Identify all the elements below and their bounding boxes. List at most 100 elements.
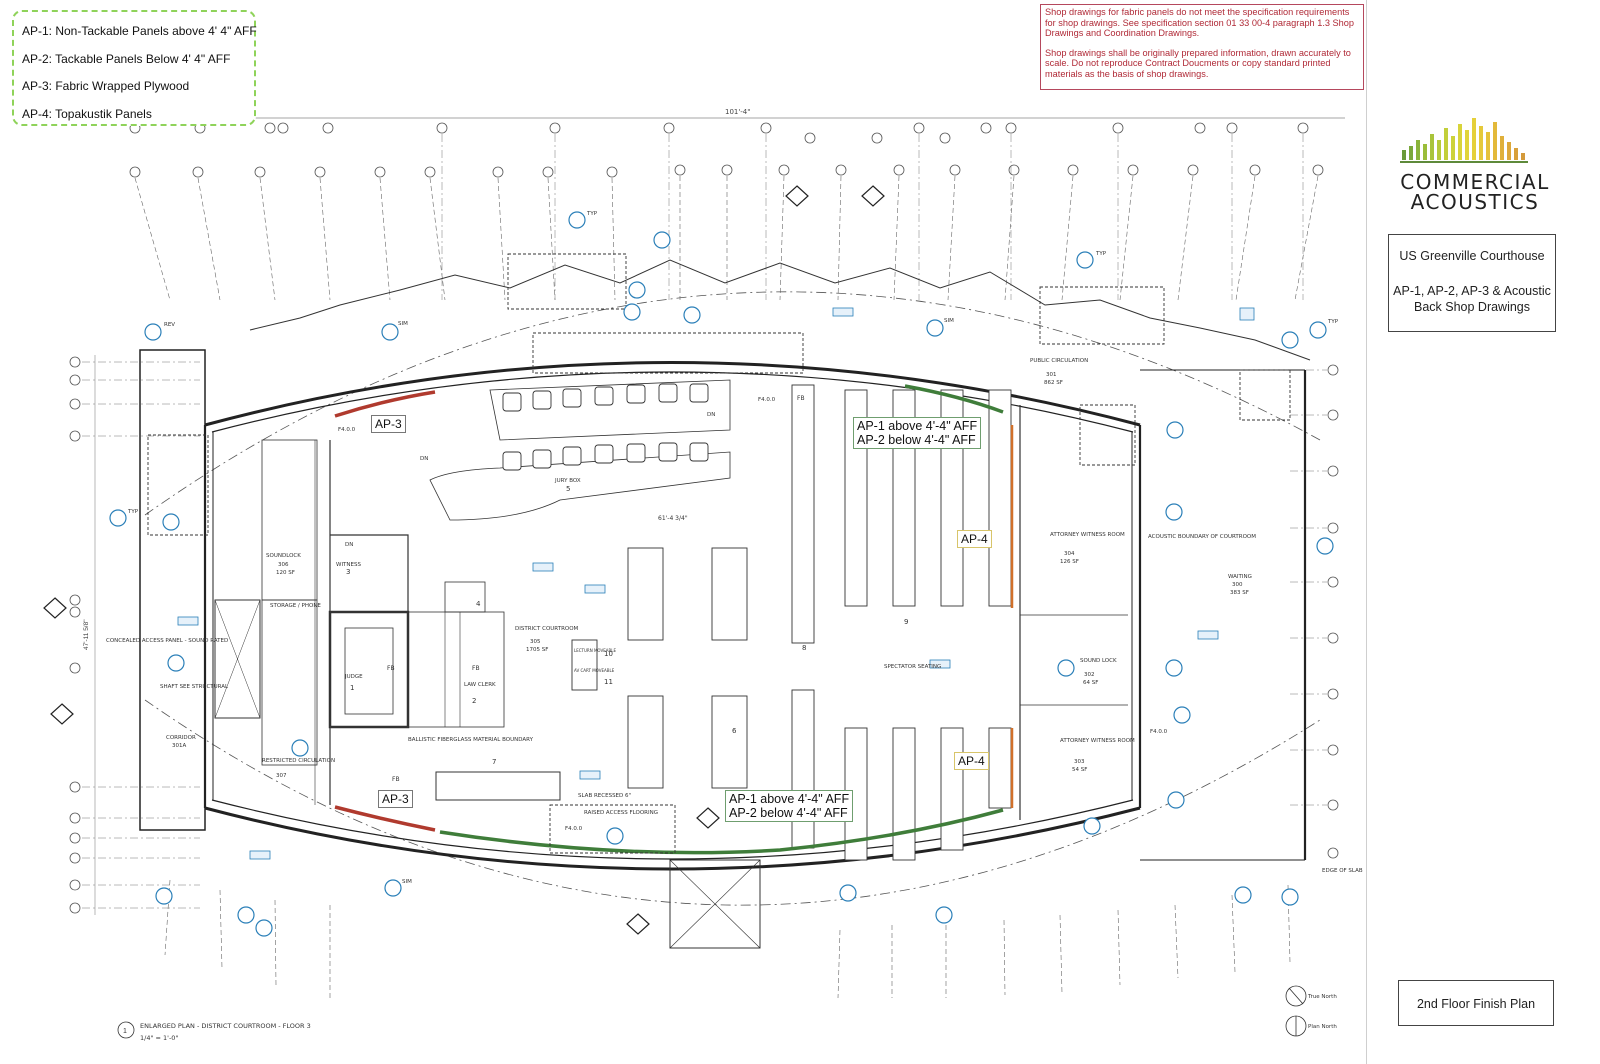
typ-label-3: TYP [127, 509, 139, 515]
num-11: 11 [604, 678, 613, 686]
fb-label-2: FB [472, 665, 480, 672]
sheet-border-line [1366, 0, 1367, 1064]
typ-label-1: TYP [586, 211, 598, 217]
public-circ-label: PUBLIC CIRCULATION [1030, 358, 1088, 364]
grid-bubbles-right [1327, 364, 1339, 859]
av-cart-label: AV CART MOVEABLE [574, 668, 615, 673]
legend-item-ap3: AP-3: Fabric Wrapped Plywood [22, 79, 190, 93]
num-6: 6 [732, 727, 737, 735]
edge-of-slab-label: EDGE OF SLAB [1322, 868, 1363, 874]
num-10: 10 [604, 650, 613, 658]
outer-arc-dashed-bottom [144, 699, 1321, 906]
section-tag-icon [109, 211, 1334, 937]
ap1-panel-top [904, 384, 1004, 414]
attorney-304-sf: 126 SF [1060, 559, 1079, 565]
sim-label-2: SIM [944, 318, 954, 324]
public-circ-sf: 862 SF [1044, 380, 1063, 386]
legend-item-ap2: AP-2: Tackable Panels Below 4' 4" AFF [22, 51, 231, 66]
logo-bars-icon [1400, 118, 1528, 163]
num-8: 8 [802, 644, 806, 652]
dim-vertical: 47'-11 5/8" [83, 619, 90, 650]
review-note-p1: Shop drawings for fabric panels do not m… [1045, 7, 1355, 39]
corridor-no: 301A [172, 743, 186, 749]
num-4: 4 [476, 600, 481, 608]
waiting-label: WAITING [1228, 574, 1252, 580]
corridor-label: CORRIDOR [166, 735, 196, 741]
panel-legend: AP-1: Non-Tackable Panels above 4' 4" AF… [12, 10, 257, 126]
ap3-tag-top: AP-3 [371, 415, 406, 433]
logo-line1: COMMERCIAL [1400, 170, 1550, 194]
shaft-label: SHAFT SEE STRUCTURAL [160, 684, 229, 690]
caption-scale: 1/4" = 1'-0" [140, 1034, 178, 1042]
dn-label-1: DN [420, 456, 428, 462]
judge-label: JUDGE [344, 674, 363, 680]
radial-grid-lines [134, 175, 1319, 999]
judge-num: 1 [350, 684, 354, 692]
plan-name-box: 2nd Floor Finish Plan [1398, 980, 1554, 1026]
jury-chairs [502, 383, 709, 471]
waiting-sf: 383 SF [1230, 590, 1249, 596]
logo-line2: ACOUSTICS [1410, 190, 1540, 214]
courtroom-label: DISTRICT COURTROOM [515, 626, 579, 632]
legend-item-ap4: AP-4: Topakustik Panels [22, 106, 152, 121]
witness-label: WITNESS [336, 562, 362, 568]
sound-lock-302-label: SOUND LOCK [1080, 658, 1117, 664]
f4-label-4: F4.0.0 [1150, 729, 1168, 735]
caption-num: 1 [123, 1028, 127, 1035]
witness-num: 3 [346, 568, 350, 576]
jury-box-label: JURY BOX [554, 478, 581, 484]
horizontal-grid-lines [82, 361, 1327, 909]
typ-label-2: TYP [1095, 251, 1107, 257]
law-clerk-label: LAW CLERK [464, 682, 496, 688]
diamond-tags [43, 185, 885, 935]
lectern-label: LECTURN MOVEABLE [574, 648, 616, 653]
restricted-label: RESTRICTED CIRCULATION [262, 758, 335, 764]
restricted-no: 307 [276, 773, 287, 779]
ap1-above-top: AP-1 above 4'-4" AFF [857, 419, 978, 433]
dn-label-3: DN [345, 542, 353, 548]
callout-boxes [177, 307, 1255, 860]
ap3-panel-top [334, 390, 436, 418]
interior-walls [214, 379, 1128, 949]
dim-inner: 61'-4 3/4" [658, 515, 688, 522]
grid-bubbles-r [129, 164, 1324, 178]
f4-label-2: F4.0.0 [758, 397, 776, 403]
num-7: 7 [492, 758, 496, 766]
attorney-304-label: ATTORNEY WITNESS ROOM [1050, 532, 1125, 538]
sound-lock-302-no: 302 [1084, 672, 1095, 678]
vertical-grid-lines [441, 134, 1304, 300]
ap2-below-top: AP-2 below 4'-4" AFF [857, 433, 976, 447]
attorney-303-no: 303 [1074, 759, 1085, 765]
review-note-p2: Shop drawings shall be originally prepar… [1045, 47, 1351, 79]
company-logo: COMMERCIAL ACOUSTICS [1380, 172, 1570, 212]
ap3-tag-bottom: AP-3 [378, 790, 413, 808]
ballistic-label: BALLISTIC FIBERGLASS MATERIAL BOUNDARY [408, 737, 534, 743]
spectator-num: 9 [904, 618, 908, 626]
counsel-tables [571, 547, 748, 789]
ap4-tag-bottom: AP-4 [954, 752, 989, 770]
fb-label-3: FB [392, 776, 400, 783]
slab-recessed-label: SLAB RECESSED 6" [578, 793, 631, 799]
canopy-zigzag [249, 259, 1311, 361]
ap2-below-bottom: AP-2 below 4'-4" AFF [729, 806, 848, 820]
ap1-ap2-tag-top: AP-1 above 4'-4" AFF AP-2 below 4'-4" AF… [853, 417, 982, 449]
storage-label: STORAGE / PHONE [270, 603, 321, 609]
jury-box-num: 5 [566, 485, 570, 493]
legend-item-ap1: AP-1: Non-Tackable Panels above 4' 4" AF… [22, 24, 257, 38]
sim-label-3: SIM [402, 879, 412, 885]
f4-label-1: F4.0.0 [338, 427, 356, 433]
courtroom-sf: 1705 SF [526, 647, 548, 653]
dn-label-2: DN [707, 412, 715, 418]
f4-label-3: F4.0.0 [565, 826, 583, 832]
attorney-304-no: 304 [1064, 551, 1075, 557]
project-name: US Greenville Courthouse [1399, 249, 1545, 263]
raised-access-label: RAISED ACCESS FLOORING [584, 810, 658, 816]
fb-label-4: FB [797, 395, 805, 402]
spectator-label: SPECTATOR SEATING [884, 664, 941, 670]
caption-title: ENLARGED PLAN - DISTRICT COURTROOM - FLO… [140, 1022, 311, 1030]
grid-bubbles-top [129, 122, 1309, 144]
sim-label-1: SIM [398, 321, 408, 327]
typ-label-4: TYP [1327, 319, 1339, 325]
